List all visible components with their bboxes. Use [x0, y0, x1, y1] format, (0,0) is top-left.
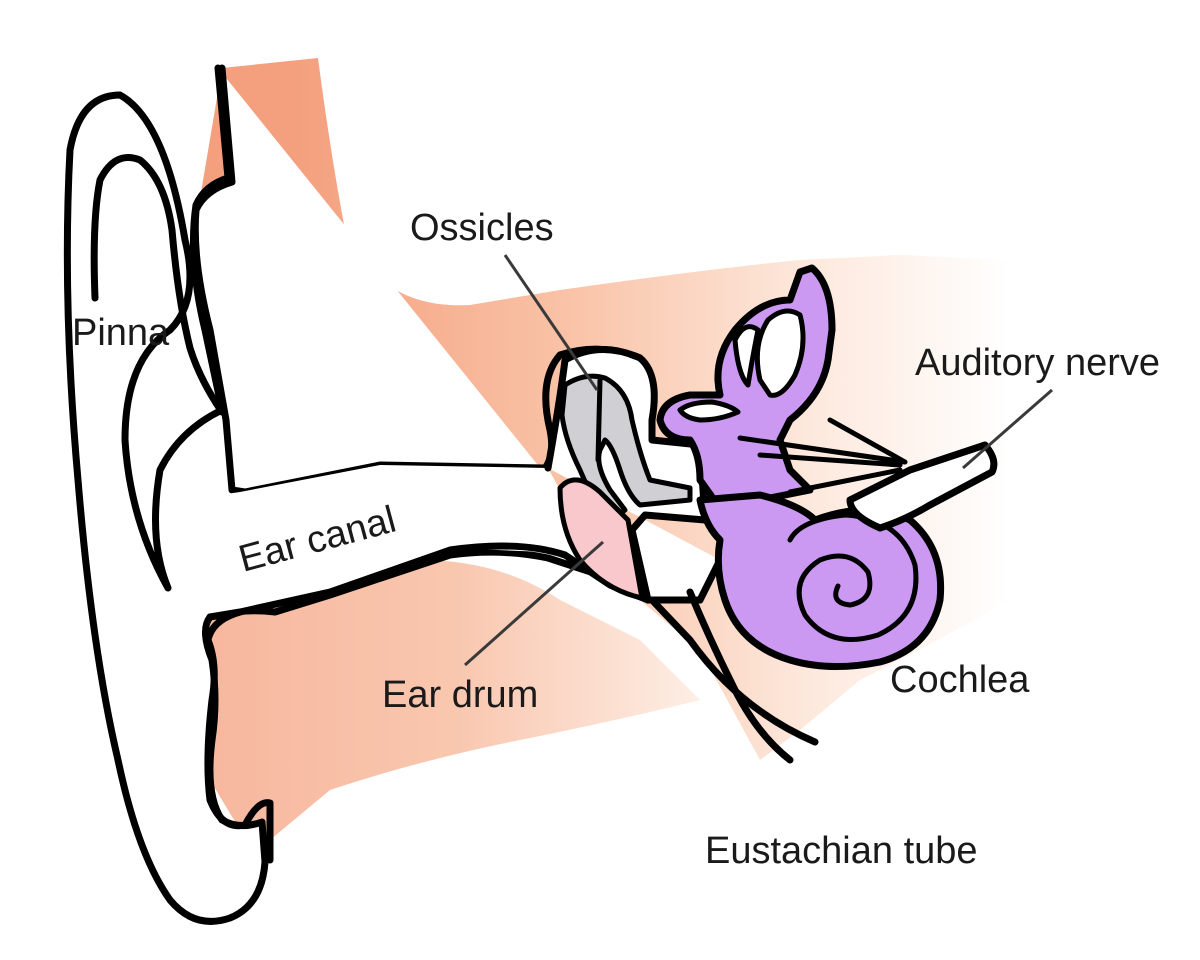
auditory-nerve-label: Auditory nerve: [915, 342, 1160, 384]
auditory-nerve-leader-line: [962, 388, 1053, 470]
canal-lower-edge: [206, 542, 652, 621]
nerve-fibers: [737, 417, 908, 495]
ear-drum-leader-line: [464, 540, 604, 667]
ossicle-handle: [595, 377, 603, 463]
eustachian-tube-back: [686, 588, 794, 764]
cochlea: [696, 491, 945, 670]
ear-drum: [557, 477, 645, 601]
head-skin-lower: [210, 560, 700, 840]
ear-lobe: [204, 608, 274, 864]
ossicles-label: Ossicles: [410, 207, 554, 249]
cochlea-label: Cochlea: [890, 659, 1030, 701]
auditory-nerve: [846, 441, 998, 532]
canal-loop-inner-2: [677, 399, 741, 423]
pinna-label: Pinna: [72, 312, 170, 354]
ear-canal: [168, 465, 561, 614]
ear-drum-label: Ear drum: [382, 674, 538, 716]
canal-loop-inner-1: [754, 308, 806, 398]
ossicles-leader-line: [503, 254, 599, 391]
eustachian-tube-label: Eustachian tube: [705, 830, 978, 872]
canal-loop-inner-3: [732, 324, 761, 388]
pinna-helix-fold: [90, 154, 226, 416]
